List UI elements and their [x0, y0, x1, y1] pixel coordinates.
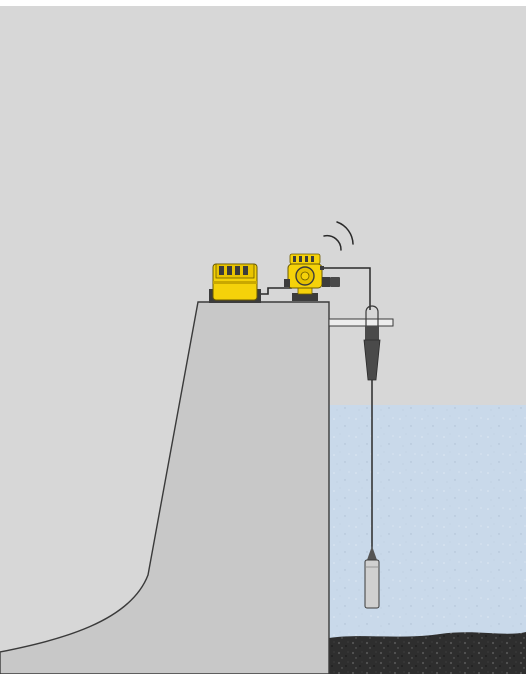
probe-body: [364, 559, 380, 609]
clamp-hook: [365, 305, 379, 313]
controller-rib: [243, 266, 248, 275]
suspension-clamp: [363, 305, 381, 381]
controller-rib: [219, 266, 224, 275]
probe-signal-cable: [324, 267, 371, 310]
probe-cable-strain-relief: [367, 546, 377, 560]
transmitter-cable-gland-left: [284, 279, 290, 287]
controller-rib: [235, 266, 240, 275]
transmitter-cap-rib: [305, 256, 308, 262]
clamp-loop: [365, 312, 379, 326]
controller-seam: [213, 281, 257, 284]
submersible-pressure-probe: [364, 546, 380, 609]
clamp-grip: [365, 326, 379, 340]
controller-rib: [227, 266, 232, 275]
transmitter-antenna-gland: [322, 277, 330, 287]
transmitter-cap-rib: [293, 256, 296, 262]
reservoir-water: [329, 405, 526, 645]
mounting-arm: [328, 318, 394, 327]
transmitter-cap-rib: [311, 256, 314, 262]
sediment-bed: [329, 632, 526, 674]
transmitter-display-center: [300, 271, 310, 281]
signal-arc-outer: [336, 221, 354, 245]
signal-arc-inner: [323, 234, 342, 251]
transmitter-antenna-stub: [330, 277, 340, 287]
transmitter-unit: [284, 253, 340, 301]
clamp-wedge: [363, 339, 381, 381]
transmitter-cap-rib: [299, 256, 302, 262]
interconnect-cable: [261, 287, 292, 295]
transmitter-mount: [292, 293, 318, 301]
dam-wall: [0, 301, 330, 674]
wireless-signal-icon: [323, 221, 354, 251]
transmitter-cable-exit: [320, 266, 324, 270]
controller-unit: [209, 263, 261, 303]
